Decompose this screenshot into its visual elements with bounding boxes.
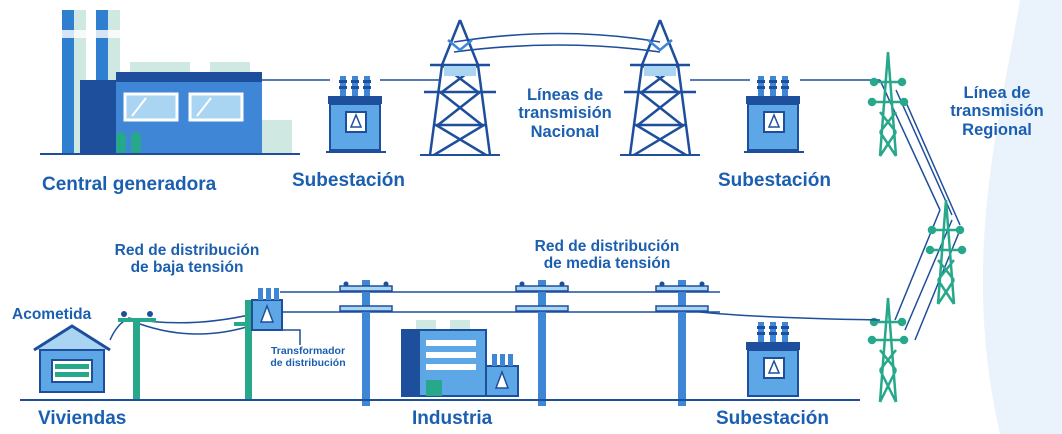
label-subestacion-2: Subestación (718, 170, 831, 191)
label-red-baja: Red de distribución de baja tensión (114, 242, 260, 277)
power-plant (40, 10, 300, 155)
label-acometida: Acometida (12, 306, 92, 323)
mv-pole-1 (339, 280, 393, 406)
label-transformador: Transformador de distribución (270, 345, 346, 369)
background-wave (982, 0, 1062, 434)
substation-1 (326, 76, 386, 153)
lv-pole-house (118, 311, 156, 400)
mv-pole-2 (515, 280, 569, 406)
mv-pole-3 (655, 280, 709, 406)
lightning-warning-icon (767, 359, 781, 374)
substation-3 (746, 322, 800, 397)
tower-regional-3 (867, 297, 909, 403)
label-industria: Industria (412, 408, 493, 429)
label-subestacion-3: Subestación (716, 408, 829, 429)
lightning-warning-icon (767, 113, 781, 128)
tower-national-left (420, 19, 500, 157)
industry-building (401, 320, 519, 397)
label-viviendas: Viviendas (38, 408, 127, 429)
lightning-warning-icon (494, 369, 510, 389)
lightning-warning-icon (259, 303, 275, 323)
label-linea-regional: Línea de transmisión Regional (950, 84, 1044, 139)
house (33, 324, 111, 393)
lightning-warning-icon (349, 113, 363, 128)
lv-pole-transformer (234, 288, 301, 400)
tower-regional-2 (925, 199, 967, 305)
label-red-media: Red de distribución de media tensión (534, 238, 680, 273)
label-central-generadora: Central generadora (42, 174, 217, 195)
label-subestacion-1: Subestación (292, 170, 405, 191)
top-wires (262, 32, 880, 81)
tower-national-right (620, 19, 700, 157)
label-lineas-nacional: Líneas de transmisión Nacional (518, 86, 612, 141)
substation-2 (744, 76, 804, 153)
tower-regional-1 (867, 51, 909, 157)
